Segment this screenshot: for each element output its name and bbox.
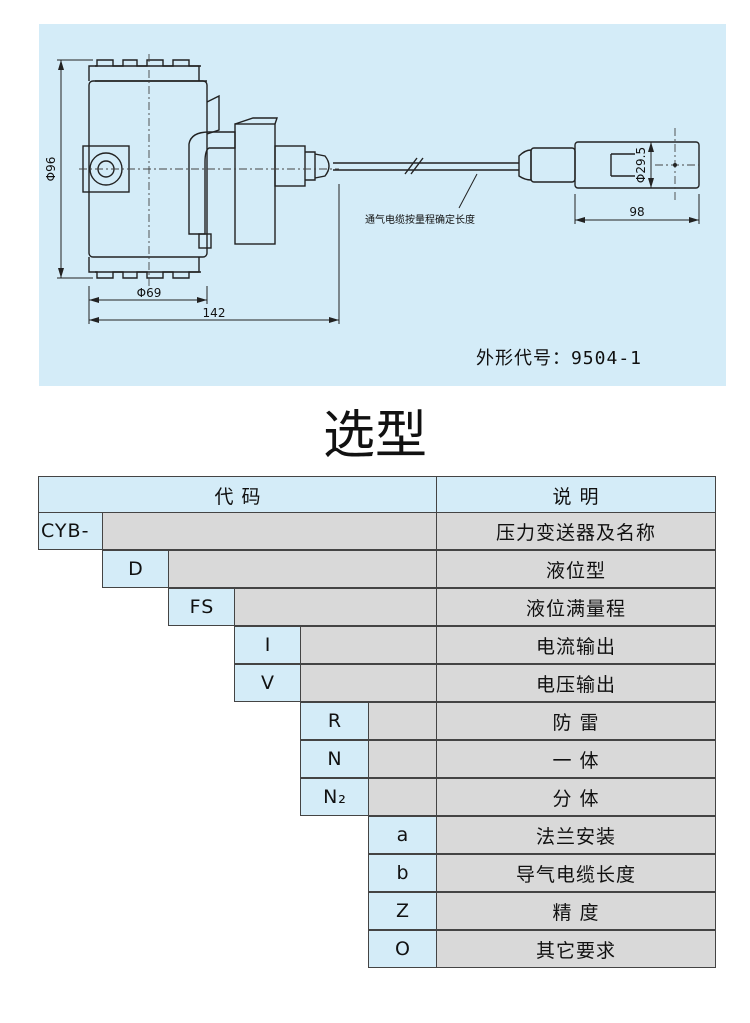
code-b: b (368, 854, 438, 892)
page-title: 选型 (322, 406, 427, 466)
dim-diameter-69: Φ69 (137, 286, 162, 300)
code-o: O (368, 930, 438, 968)
technical-drawing: Φ96 Φ69 142 Φ29.5 98 通气电缆按量程确定长度 外形代号：95… (39, 24, 726, 386)
row-fill (368, 702, 438, 740)
row-fill (168, 550, 438, 588)
cable-length-note: 通气电缆按量程确定长度 (365, 213, 475, 226)
code-v: V (234, 664, 302, 702)
outline-code-label: 外形代号：9504-1 (475, 348, 642, 369)
desc-cyb: 压力变送器及名称 (436, 512, 716, 550)
desc-n: 一 体 (436, 740, 716, 778)
desc-r: 防 雷 (436, 702, 716, 740)
row-fill (102, 512, 438, 550)
desc-o: 其它要求 (436, 930, 716, 968)
desc-a: 法兰安装 (436, 816, 716, 854)
header-description: 说 明 (436, 476, 716, 514)
code-n2: N₂ (300, 778, 370, 816)
row-fill (368, 778, 438, 816)
desc-v: 电压输出 (436, 664, 716, 702)
dim-length-98: 98 (629, 205, 644, 219)
header-code: 代 码 (38, 476, 438, 514)
elbow-connector (188, 131, 236, 235)
desc-i: 电流输出 (436, 626, 716, 664)
desc-z: 精 度 (436, 892, 716, 930)
row-fill (300, 626, 438, 664)
code-cyb: CYB- (38, 512, 104, 550)
cable (333, 162, 519, 171)
code-a: a (368, 816, 438, 854)
top-flange (88, 59, 200, 81)
code-d: D (102, 550, 170, 588)
code-r: R (300, 702, 370, 740)
row-fill (368, 740, 438, 778)
nut (274, 145, 306, 187)
desc-n2: 分 体 (436, 778, 716, 816)
code-i: I (234, 626, 302, 664)
code-fs: FS (168, 588, 236, 626)
row-fill (234, 588, 438, 626)
bottom-flange (88, 257, 200, 279)
desc-b: 导气电缆长度 (436, 854, 716, 892)
code-z: Z (368, 892, 438, 930)
dim-diameter-96: Φ96 (44, 157, 58, 182)
desc-fs: 液位满量程 (436, 588, 716, 626)
desc-d: 液位型 (436, 550, 716, 588)
dim-diameter-29-5: Φ29.5 (634, 147, 648, 183)
probe-tip (518, 149, 532, 181)
junction-box (234, 123, 276, 245)
drawing-svg: Φ96 Φ69 142 Φ29.5 98 通气电缆按量程确定长度 (44, 54, 700, 324)
row-fill (300, 664, 438, 702)
dim-length-142: 142 (203, 306, 226, 320)
code-n: N (300, 740, 370, 778)
